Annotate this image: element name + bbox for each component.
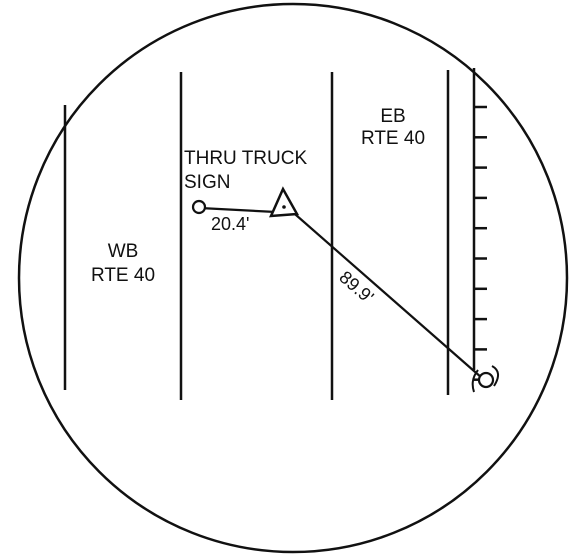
sign-location-marker — [191, 199, 207, 215]
reference-point-triangle — [269, 186, 300, 218]
label-eb-direction: EB — [380, 106, 405, 127]
marker-bracket-left — [471, 369, 479, 393]
viewport-circle — [17, 2, 569, 554]
marker-bracket-right — [491, 365, 499, 387]
guardrail-reference-marker — [477, 371, 495, 389]
dimension-sign-to-station: 20.4' — [211, 214, 249, 234]
label-wb-route: RTE 40 — [91, 265, 155, 286]
measurement-line-reference — [287, 207, 483, 379]
guardrail-posts — [474, 105, 487, 381]
label-sign-line2: SIGN — [184, 172, 230, 193]
measurement-line-sign — [199, 206, 277, 214]
label-wb-direction: WB — [108, 241, 139, 262]
dimension-station-to-reference: 89.9' — [335, 267, 377, 307]
label-eb-route: RTE 40 — [361, 128, 425, 149]
label-sign-line1: THRU TRUCK — [184, 148, 307, 169]
reference-point-dot — [282, 205, 286, 209]
